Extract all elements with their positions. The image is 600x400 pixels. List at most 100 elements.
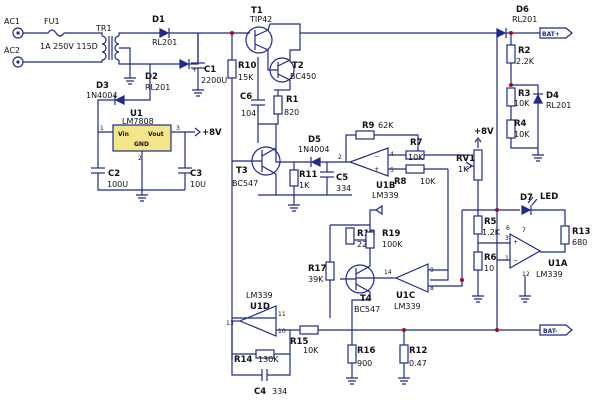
r19-ref: R19 (382, 229, 400, 239)
r9-value: 62K (378, 121, 394, 130)
c1-ref: C1 (204, 65, 216, 75)
regulator-gnd: GND (134, 141, 149, 148)
t4-value: BC547 (354, 305, 380, 314)
transformer-symbol (101, 35, 120, 61)
d3-value: 1N4004 (86, 91, 117, 100)
ground-icon (124, 77, 136, 85)
opamp-u1c (394, 263, 429, 293)
r15-value: 10K (303, 346, 319, 355)
r18-value: 22K (357, 240, 373, 249)
svg-text:8: 8 (430, 285, 434, 292)
r17-value: 39K (308, 275, 324, 284)
d2-ref: D2 (145, 72, 158, 82)
u1b-value: LM339 (372, 191, 399, 200)
regulator-ref: U1 (130, 109, 143, 119)
d1-ref: D1 (152, 15, 165, 25)
fuse-ref: FU1 (44, 17, 60, 26)
d7-ref: D7 (520, 193, 533, 203)
r9-ref: R9 (362, 121, 375, 131)
svg-text:+: + (374, 166, 379, 173)
svg-text:11: 11 (278, 311, 286, 318)
bat-pos-label: BAT+ (542, 31, 560, 38)
r14-value: 130K (258, 355, 279, 364)
svg-text:12: 12 (522, 271, 530, 278)
r5-ref: R5 (484, 217, 497, 227)
diode-d5 (310, 157, 321, 167)
r2-ref: R2 (518, 46, 531, 56)
bat-negative-terminal (539, 324, 573, 336)
r16-value: 900 (357, 359, 372, 368)
ground-icon (532, 154, 544, 162)
r11-value: 1K (299, 181, 310, 190)
d4-value: RL201 (546, 101, 571, 110)
rv1-value: 1K (458, 165, 469, 174)
c3-value: 10U (190, 180, 206, 189)
u1a-ref: U1A (548, 259, 568, 269)
regulator-value: LM7808 (122, 117, 154, 126)
t1-value: TIP42 (249, 15, 272, 24)
rail-label-top: +8V (474, 127, 494, 137)
d7-value: LED (540, 192, 558, 202)
svg-text:7: 7 (522, 227, 526, 234)
c6-ref: C6 (240, 92, 252, 102)
d1-value: RL201 (152, 38, 177, 47)
r7-ref: R7 (410, 138, 423, 148)
c4-value: 334 (272, 387, 287, 396)
t4-ref: T4 (360, 294, 372, 304)
u1d-value: LM339 (246, 291, 273, 300)
svg-text:1: 1 (100, 125, 104, 132)
r17-ref: R17 (308, 264, 326, 274)
svg-text:2: 2 (338, 154, 342, 161)
r4-ref: R4 (514, 119, 527, 129)
svg-text:6: 6 (506, 225, 510, 232)
regulator-rail: +8V (202, 128, 222, 138)
opamp-u1a (509, 232, 542, 270)
ground-icon (346, 377, 358, 385)
ground-icon (519, 295, 531, 303)
ground-icon (136, 194, 148, 202)
ac2-label: AC2 (4, 46, 20, 55)
r3-value: 10K (514, 99, 530, 108)
r5-value: 1.2K (482, 228, 501, 237)
svg-text:14: 14 (384, 269, 392, 276)
r13-value: 680 (572, 238, 587, 247)
r13-ref: R13 (572, 227, 590, 237)
regulator-vin: Vin (118, 131, 129, 138)
svg-text:−: − (513, 257, 518, 264)
r4-value: 10K (514, 130, 530, 139)
d2-value: RL201 (145, 83, 170, 92)
t3-value: BC547 (232, 179, 258, 188)
r14-ref: R14 (234, 355, 252, 365)
diode-d6 (496, 28, 507, 38)
svg-text:2: 2 (138, 155, 142, 162)
transistor-t1 (245, 26, 273, 54)
r12-value: 0.47 (409, 359, 427, 368)
u1a-value: LM339 (536, 270, 563, 279)
r15-ref: R15 (290, 337, 308, 347)
ac1-label: AC1 (4, 17, 20, 26)
r1-ref: R1 (286, 95, 299, 105)
r2-value: 2.2K (516, 57, 535, 66)
r11-ref: R11 (299, 170, 317, 180)
c1-value: 2200U (201, 76, 227, 85)
t1-ref: T1 (251, 6, 263, 16)
diode-d4 (533, 93, 543, 104)
opamp-u1d (238, 305, 277, 337)
svg-text:5: 5 (390, 167, 394, 174)
t2-value: BC450 (290, 72, 316, 81)
r6-ref: R6 (484, 253, 497, 263)
svg-text:3: 3 (176, 125, 180, 132)
potentiometer-rv1 (473, 149, 483, 181)
ground-icon (288, 204, 300, 212)
bat-positive-terminal (539, 27, 573, 39)
opamp-u1b (348, 147, 389, 177)
t2-ref: T2 (292, 61, 304, 71)
r12-ref: R12 (409, 346, 427, 356)
c2-ref: C2 (108, 169, 120, 179)
c3-ref: C3 (190, 169, 202, 179)
svg-text:13: 13 (226, 320, 234, 327)
u1c-ref: U1C (396, 291, 415, 301)
svg-text:+: + (513, 239, 518, 246)
